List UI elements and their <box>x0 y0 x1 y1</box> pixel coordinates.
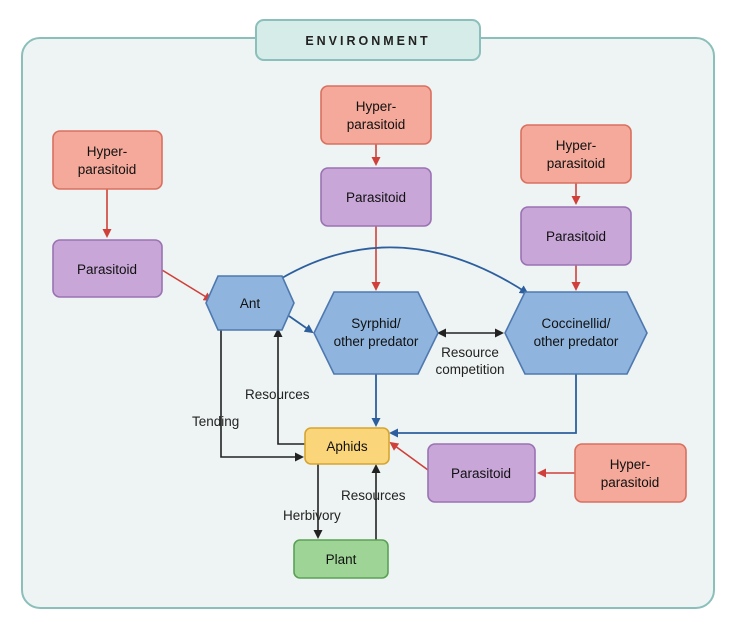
edge-tending <box>220 329 304 462</box>
edge-para-left-to-ant <box>161 269 213 302</box>
edge-para-bottom-to-aphids <box>389 441 429 471</box>
node-parasitoid-bottom: Parasitoid <box>427 443 536 503</box>
label-resources-plant: Resources <box>341 488 406 503</box>
environment-tag: ENVIRONMENT <box>255 19 481 61</box>
edge-label-line: Resource <box>441 345 499 360</box>
edge-ant-to-coccinellid <box>281 246 529 295</box>
node-label: Parasitoid <box>346 190 406 205</box>
node-label-line: parasitoid <box>347 117 406 132</box>
node-label-line: parasitoid <box>78 162 137 177</box>
node-label: Ant <box>240 296 261 311</box>
node-label: Parasitoid <box>77 262 137 277</box>
svg-text:Coccinellid/other predator: Coccinellid/other predator <box>534 316 619 349</box>
node-label: Parasitoid <box>451 466 511 481</box>
node-label-line: other predator <box>334 334 419 349</box>
node-hyperparasitoid-top: Hyper-parasitoid <box>320 85 432 145</box>
svg-text:Hyper-parasitoid: Hyper-parasitoid <box>601 457 660 490</box>
svg-text:Syrphid/other predator: Syrphid/other predator <box>334 316 419 349</box>
svg-text:Hyper-parasitoid: Hyper-parasitoid <box>547 138 606 171</box>
node-label-line: Hyper- <box>556 138 597 153</box>
node-label-line: Hyper- <box>87 144 128 159</box>
svg-text:Hyper-parasitoid: Hyper-parasitoid <box>78 144 137 177</box>
label-resource-competition: Resource competition <box>435 345 504 377</box>
node-label: Plant <box>326 552 357 567</box>
node-label: Aphids <box>326 439 368 454</box>
node-label-line: parasitoid <box>601 475 660 490</box>
node-hyperparasitoid-right: Hyper-parasitoid <box>520 124 632 184</box>
node-label-line: other predator <box>534 334 619 349</box>
node-syrphid-predator: Syrphid/other predator <box>313 291 439 375</box>
node-label-line: Hyper- <box>356 99 397 114</box>
node-coccinellid-predator: Coccinellid/other predator <box>504 291 648 375</box>
node-parasitoid-top: Parasitoid <box>320 167 432 227</box>
label-resources-ant: Resources <box>245 387 310 402</box>
node-label: Parasitoid <box>546 229 606 244</box>
edge-ant-to-syrphid <box>288 315 314 334</box>
node-hyperparasitoid-left: Hyper-parasitoid <box>52 130 163 190</box>
label-tending: Tending <box>192 414 239 429</box>
environment-label: ENVIRONMENT <box>305 34 430 48</box>
node-parasitoid-right: Parasitoid <box>520 206 632 266</box>
node-hyperparasitoid-bottom: Hyper-parasitoid <box>574 443 687 503</box>
node-plant: Plant <box>293 539 389 579</box>
node-label-line: Coccinellid/ <box>541 316 610 331</box>
node-label-line: Hyper- <box>610 457 651 472</box>
label-herbivory: Herbivory <box>283 508 341 523</box>
node-label-line: Syrphid/ <box>351 316 401 331</box>
node-ant: Ant <box>205 275 295 331</box>
svg-text:Hyper-parasitoid: Hyper-parasitoid <box>347 99 406 132</box>
edge-label-line: competition <box>435 362 504 377</box>
node-parasitoid-left: Parasitoid <box>52 239 163 298</box>
edge-coccinellid-to-aphids <box>389 374 577 438</box>
edge-resources-to-ant <box>273 328 305 445</box>
node-aphids: Aphids <box>304 427 390 465</box>
node-label-line: parasitoid <box>547 156 606 171</box>
